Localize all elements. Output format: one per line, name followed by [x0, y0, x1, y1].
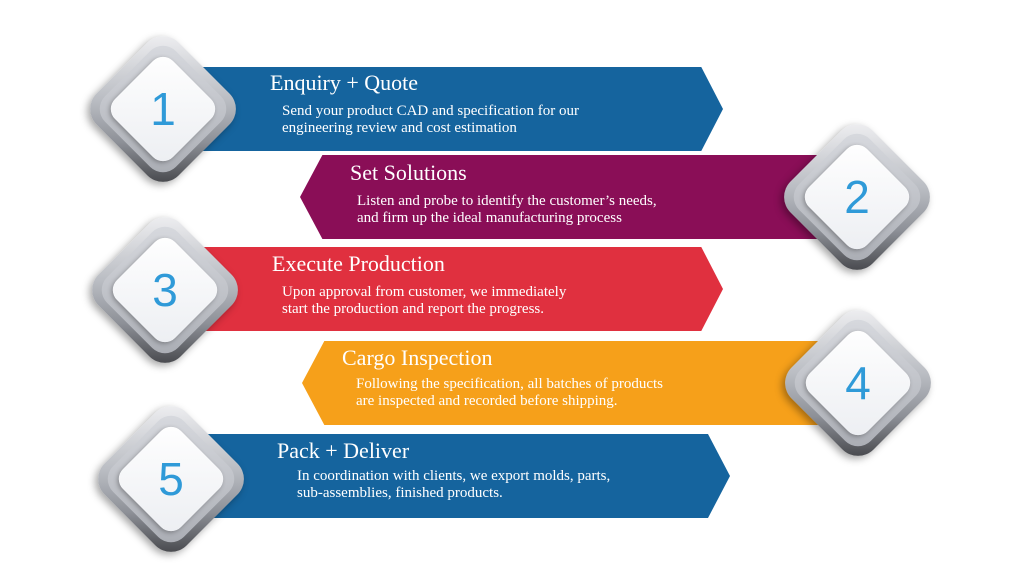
step-3-title: Execute Production	[272, 251, 445, 276]
step-1-desc-line2: engineering review and cost estimation	[282, 120, 517, 136]
step-4-title: Cargo Inspection	[342, 345, 493, 370]
step-1-number: 1	[150, 83, 176, 135]
step-2-desc-line2: and firm up the ideal manufacturing proc…	[357, 210, 622, 226]
step-5-number: 5	[158, 453, 184, 505]
step-1-title: Enquiry + Quote	[270, 70, 419, 95]
step-4-number: 4	[845, 357, 871, 409]
step-5-banner	[180, 434, 730, 518]
step-5-title: Pack + Deliver	[277, 438, 410, 463]
step-2-title: Set Solutions	[350, 160, 467, 185]
step-3-number: 3	[152, 264, 178, 316]
step-3-banner	[180, 247, 723, 331]
step-5-desc-line2: sub-assemblies, finished products.	[297, 485, 503, 501]
step-2-number: 2	[844, 171, 870, 223]
step-3-desc-line1: Upon approval from customer, we immediat…	[282, 284, 567, 300]
step-5-desc-line1: In coordination with clients, we export …	[297, 468, 611, 484]
step-2-banner	[300, 155, 860, 239]
step-3-desc-line2: start the production and report the prog…	[282, 301, 545, 317]
step-4-desc-line1: Following the specification, all batches…	[356, 376, 664, 392]
step-4-desc-line2: are inspected and recorded before shippi…	[356, 393, 618, 409]
step-2-desc-line1: Listen and probe to identify the custome…	[357, 193, 657, 209]
step-1-banner	[180, 67, 723, 151]
step-1-desc-line1: Send your product CAD and specification …	[282, 103, 580, 119]
step-4-banner	[302, 341, 860, 425]
